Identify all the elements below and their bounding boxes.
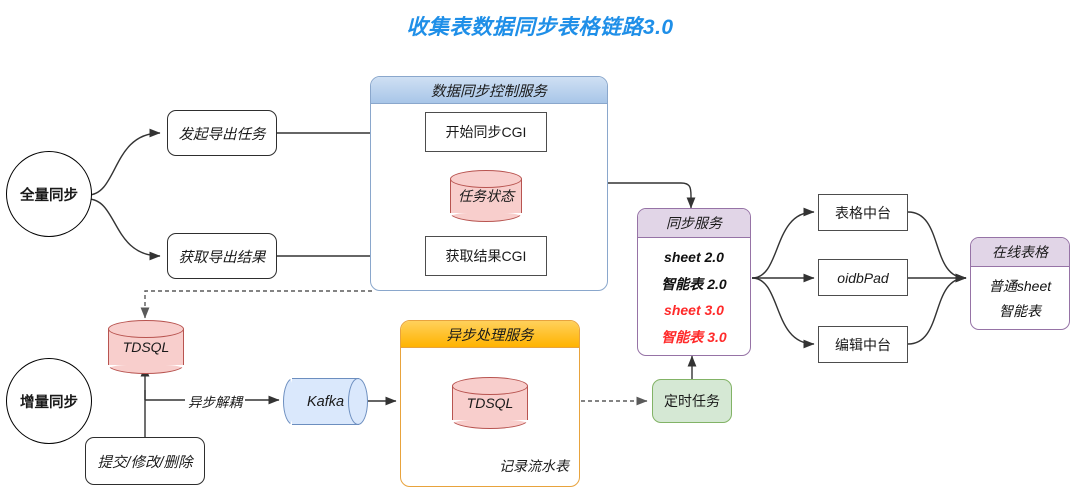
panel-body-sync-service: sheet 2.0 智能表 2.0 sheet 3.0 智能表 3.0 bbox=[638, 238, 750, 355]
container-header-async-service: 异步处理服务 bbox=[401, 321, 579, 348]
box-oidbpad[interactable]: oidbPad bbox=[818, 259, 908, 296]
online-item-smart-sheet: 智能表 bbox=[999, 303, 1041, 320]
sync-item-sheet-2: sheet 2.0 bbox=[664, 249, 724, 266]
box-edit-center[interactable]: 编辑中台 bbox=[818, 326, 908, 363]
panel-header-sync-service: 同步服务 bbox=[638, 209, 750, 238]
box-scheduled-task[interactable]: 定时任务 bbox=[652, 379, 732, 423]
sync-item-sheet-3: sheet 3.0 bbox=[664, 302, 724, 319]
panel-body-online-sheet: 普通sheet 智能表 bbox=[971, 267, 1069, 329]
entry-full-sync[interactable]: 全量同步 bbox=[6, 151, 92, 237]
panel-sync-service: 同步服务 sheet 2.0 智能表 2.0 sheet 3.0 智能表 3.0 bbox=[637, 208, 751, 356]
cylinder-top bbox=[450, 170, 522, 188]
box-start-sync-cgi[interactable]: 开始同步CGI bbox=[425, 112, 547, 152]
panel-online-sheet: 在线表格 普通sheet 智能表 bbox=[970, 237, 1070, 330]
cylinder-label: 任务状态 bbox=[458, 188, 514, 204]
cylinder-tdsql-incremental[interactable]: TDSQL bbox=[108, 320, 184, 374]
entry-incremental-sync[interactable]: 增量同步 bbox=[6, 358, 92, 444]
cylinder-label: TDSQL bbox=[122, 339, 170, 355]
box-start-export-task[interactable]: 发起导出任务 bbox=[167, 110, 277, 156]
page-title: 收集表数据同步表格链路3.0 bbox=[406, 16, 674, 39]
box-table-center[interactable]: 表格中台 bbox=[818, 194, 908, 231]
edge-label-async-decouple: 异步解耦 bbox=[185, 391, 245, 411]
box-submit-modify-delete[interactable]: 提交/修改/删除 bbox=[85, 437, 205, 485]
cylinder-top bbox=[452, 377, 528, 395]
panel-header-online-sheet: 在线表格 bbox=[971, 238, 1069, 267]
box-fetch-export-result[interactable]: 获取导出结果 bbox=[167, 233, 277, 279]
box-fetch-result-cgi[interactable]: 获取结果CGI bbox=[425, 236, 547, 276]
cylinder-tdsql-async[interactable]: TDSQL bbox=[452, 377, 528, 429]
cylinder-label: TDSQL bbox=[466, 395, 514, 411]
cylinder-right-cap bbox=[348, 378, 368, 425]
container-header-control-service: 数据同步控制服务 bbox=[371, 77, 607, 104]
cylinder-top bbox=[108, 320, 184, 338]
cylinder-kafka[interactable]: Kafka bbox=[283, 378, 368, 425]
sync-item-smart-sheet-2: 智能表 2.0 bbox=[661, 275, 727, 292]
sync-item-smart-sheet-3: 智能表 3.0 bbox=[661, 328, 727, 345]
container-note-record-flow-table: 记录流水表 bbox=[499, 458, 569, 474]
online-item-normal-sheet: 普通sheet bbox=[988, 277, 1052, 294]
cylinder-task-state[interactable]: 任务状态 bbox=[450, 170, 522, 222]
cylinder-label: Kafka bbox=[306, 393, 345, 410]
